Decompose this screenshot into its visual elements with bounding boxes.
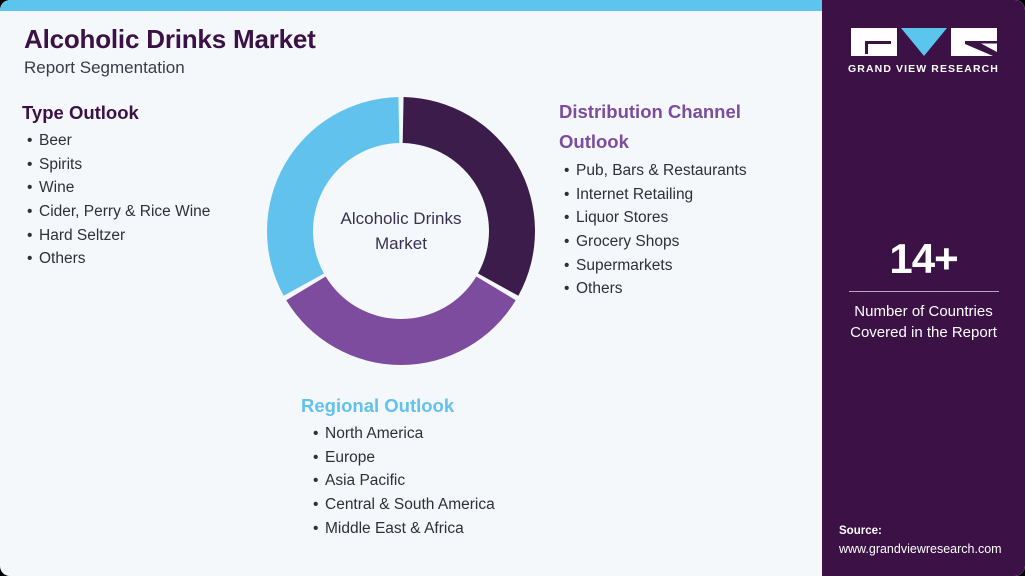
type-outlook-heading: Type Outlook (22, 102, 139, 123)
list-item: • Central & South America (313, 493, 601, 517)
list-item-label: Beer (39, 131, 72, 149)
list-item: • Middle East & Africa (313, 517, 601, 541)
source-label: Source: (839, 524, 882, 537)
gvr-logo-marks (850, 28, 997, 56)
countries-stat-value: 14+ (889, 235, 958, 282)
donut-slice (267, 97, 400, 296)
list-item-label: Wine (39, 179, 75, 197)
list-item-label: Europe (325, 448, 375, 466)
brand-side-panel: GRAND VIEW RESEARCH 14+ Number of Countr… (822, 0, 1025, 576)
stat-caption-line2: Covered in the Report (850, 324, 997, 341)
regional-outlook-list: • North America • Europe • Asia Pacific • Ce… (301, 422, 601, 541)
list-item: • Pub, Bars & Restaurants (564, 159, 809, 183)
list-item: • Cider, Perry & Rice Wine (27, 200, 272, 224)
list-item-label: Pub, Bars & Restaurants (576, 161, 747, 179)
bullet-icon: • (564, 209, 570, 227)
list-item-label: Grocery Shops (576, 233, 680, 251)
list-item: • Asia Pacific (313, 469, 601, 493)
list-item-label: Liquor Stores (576, 209, 669, 227)
list-item-label: Asia Pacific (325, 472, 406, 490)
stat-caption-line1: Number of Countries (854, 303, 993, 320)
distribution-channel-outlook-block: Distribution Channel Outlook • Pub, Bars … (559, 97, 809, 301)
list-item: • Supermarkets (564, 254, 809, 278)
page-title: Alcoholic Drinks Market (24, 24, 316, 54)
bullet-icon: • (313, 519, 319, 537)
bullet-icon: • (27, 131, 33, 149)
bullet-icon: • (27, 226, 33, 244)
bullet-icon: • (27, 155, 33, 173)
page-subtitle: Report Segmentation (24, 58, 185, 77)
list-item: • Liquor Stores (564, 206, 809, 230)
bullet-icon: • (27, 250, 33, 268)
bullet-icon: • (564, 161, 570, 179)
list-item: • Others (564, 277, 809, 301)
list-item: • North America (313, 422, 601, 446)
bullet-icon: • (27, 202, 33, 220)
list-item-label: Hard Seltzer (39, 226, 126, 244)
bullet-icon: • (27, 179, 33, 197)
regional-outlook-block: Regional Outlook • North America • Europe … (301, 393, 601, 540)
logo-g-icon (850, 28, 897, 56)
list-item-label: Cider, Perry & Rice Wine (39, 202, 211, 220)
bullet-icon: • (564, 256, 570, 274)
list-item-label: Others (576, 280, 623, 298)
source-url[interactable]: www.grandviewresearch.com (839, 541, 1002, 556)
source-block: Source: www.grandviewresearch.com (839, 523, 1019, 558)
bullet-icon: • (564, 280, 570, 298)
list-item: • Europe (313, 446, 601, 470)
type-outlook-block: Type Outlook • Beer • Spirits • Wine • Cider… (22, 100, 272, 271)
distribution-channel-outlook-list: • Pub, Bars & Restaurants • Internet Retai… (559, 159, 809, 301)
segmentation-donut-chart: Alcoholic Drinks Market (265, 95, 537, 367)
list-item: • Internet Retailing (564, 183, 809, 207)
list-item-label: North America (325, 424, 424, 442)
stat-divider (848, 291, 999, 292)
list-item: • Grocery Shops (564, 230, 809, 254)
bullet-icon: • (313, 472, 319, 490)
gvr-logo-text: GRAND VIEW RESEARCH (848, 63, 999, 75)
distribution-channel-outlook-heading: Distribution Channel Outlook (559, 101, 741, 152)
bullet-icon: • (313, 448, 319, 466)
bullet-icon: • (564, 233, 570, 251)
list-item: • Spirits (27, 153, 272, 177)
list-item: • Hard Seltzer (27, 224, 272, 248)
list-item-label: Internet Retailing (576, 185, 694, 203)
main-content-area: Alcoholic Drinks Market Report Segmentat… (22, 24, 809, 540)
bullet-icon: • (313, 495, 319, 513)
countries-stat-caption: Number of Countries Covered in the Repor… (822, 301, 1025, 343)
donut-slice (286, 276, 516, 365)
list-item-label: Middle East & Africa (325, 519, 464, 537)
countries-stat: 14+ Number of Countries Covered in the R… (822, 238, 1025, 343)
list-item: • Wine (27, 176, 272, 200)
logo-r-icon (950, 28, 997, 56)
donut-svg (267, 97, 535, 365)
bullet-icon: • (313, 424, 319, 442)
bullet-icon: • (564, 185, 570, 203)
donut-slice (402, 97, 535, 296)
list-item-label: Others (39, 250, 86, 268)
list-item: • Others (27, 247, 272, 271)
list-item-label: Spirits (39, 155, 83, 173)
list-item-label: Central & South America (325, 495, 495, 513)
list-item-label: Supermarkets (576, 256, 673, 274)
gvr-logo: GRAND VIEW RESEARCH (822, 28, 1025, 75)
type-outlook-list: • Beer • Spirits • Wine • Cider, Perry & Ric… (22, 129, 272, 271)
top-accent-bar (0, 0, 822, 11)
logo-v-triangle-icon (900, 28, 947, 56)
list-item: • Beer (27, 129, 272, 153)
regional-outlook-heading: Regional Outlook (301, 395, 455, 416)
